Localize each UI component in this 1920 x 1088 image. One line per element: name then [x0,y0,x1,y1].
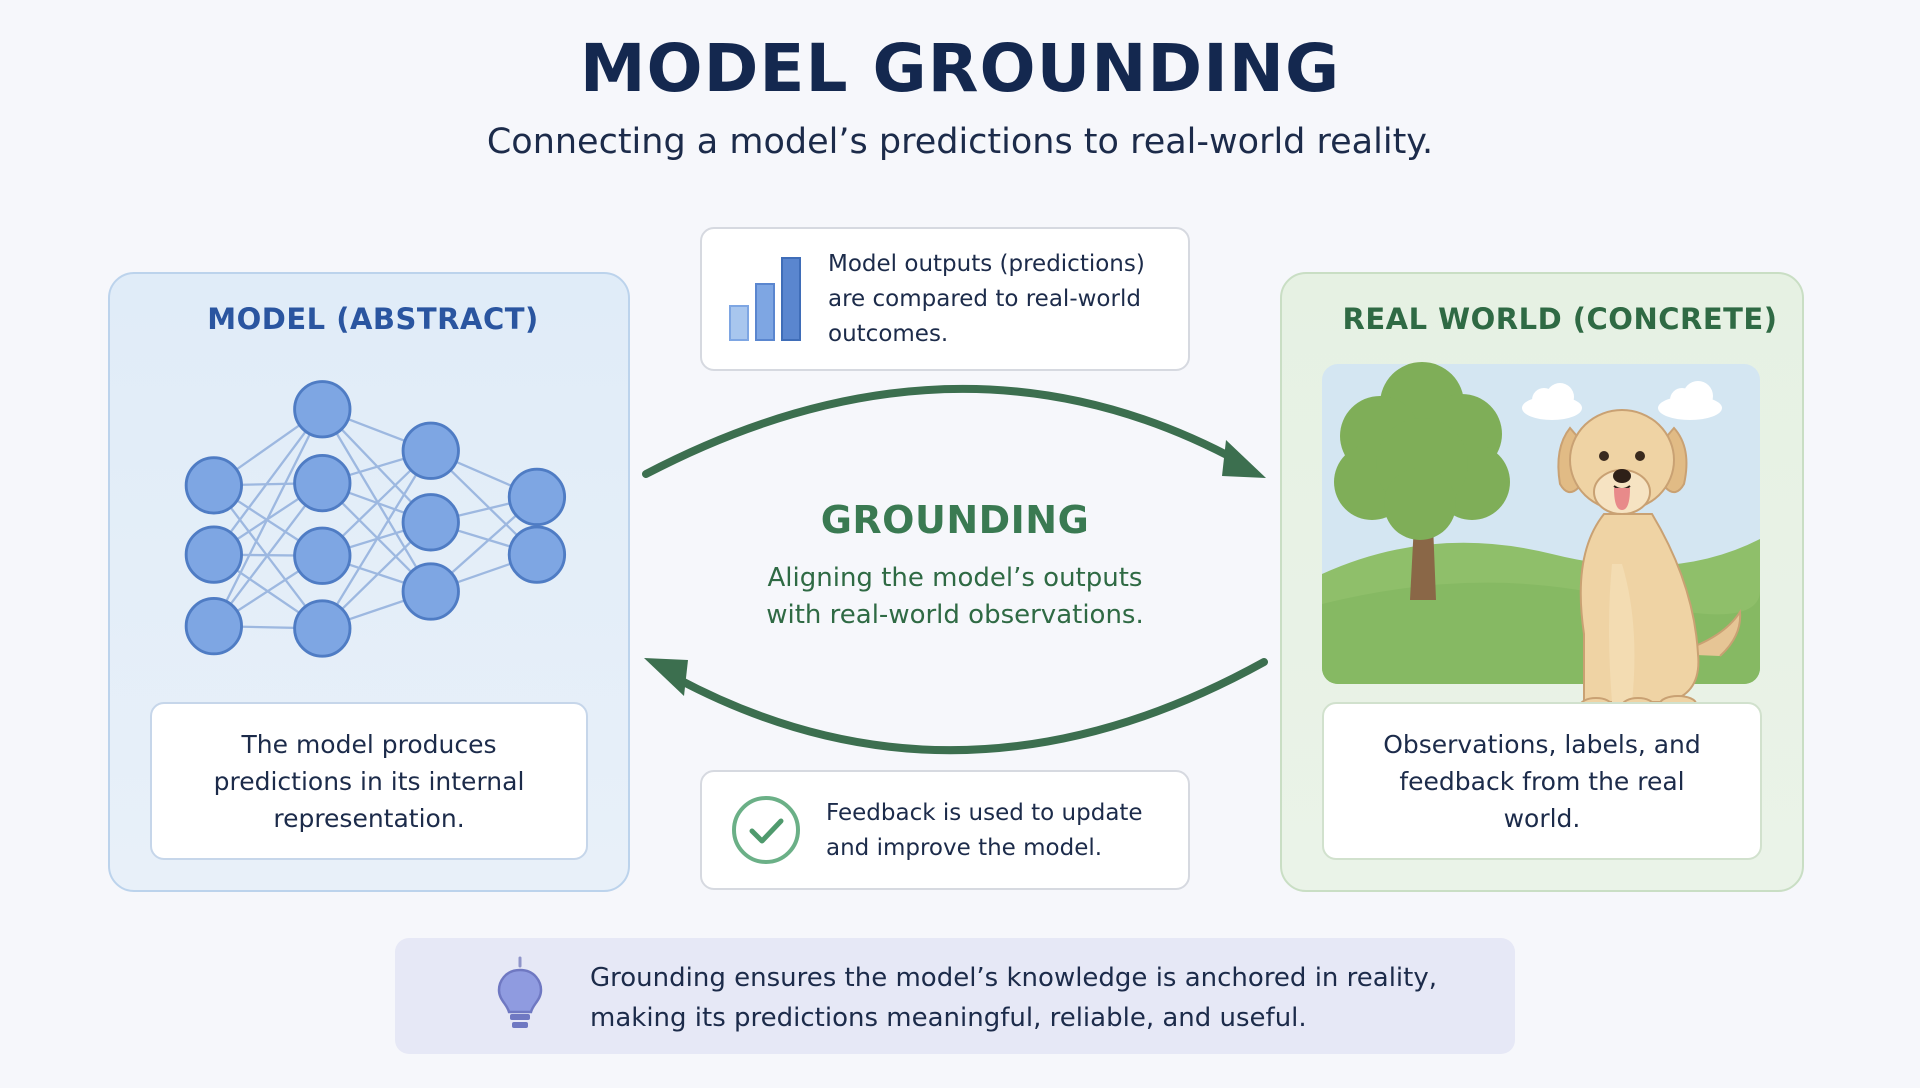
network-node [401,493,460,552]
summary-banner-text: Grounding ensures the model’s knowledge … [590,963,1438,1033]
page-title: MODEL GROUNDING [579,30,1341,107]
network-edge [212,408,324,627]
network-edge [321,408,432,593]
grounding-title: GROUNDING [820,498,1090,542]
cloud-icon [1522,381,1722,420]
bottom-callout-text: Feedback is used to update and improve t… [826,800,1143,861]
network-node [184,456,243,515]
real-world-description-card: Observations, labels, and feedback from … [1322,702,1762,860]
network-nodes [184,380,567,658]
network-edge [212,482,324,627]
summary-banner [395,938,1515,1054]
grounding-description: Aligning the model’s outputs with real-w… [766,563,1144,630]
tree-icon [1334,362,1510,600]
dog-face [1599,451,1645,510]
check-circle-icon [732,796,800,864]
network-node [184,597,243,656]
network-node [293,599,352,658]
prediction-arrow [642,385,1244,478]
lightbulb-icon [497,956,543,1028]
network-node [507,525,567,584]
bar-chart-icon [729,257,801,341]
network-node [293,526,352,585]
network-edge [212,484,324,630]
network-node [293,380,352,439]
network-node [184,525,243,584]
page-subtitle: Connecting a model’s predictions to real… [486,122,1434,162]
prediction-arrowhead [1222,440,1266,478]
feedback-arrow [672,658,1268,755]
network-node [507,467,567,527]
network-node [401,421,460,480]
network-node [401,562,460,621]
network-node [293,453,352,513]
neural-network-icon [184,380,567,658]
top-callout-text: Model outputs (predictions) are compared… [828,251,1145,347]
network-edge [321,450,432,630]
model-description-card: The model produces predictions in its in… [150,702,588,860]
real-world-panel-heading: REAL WORLD (CONCRETE) [1342,302,1778,336]
feedback-arrowhead [644,658,688,696]
bottom-callout-box [700,770,1190,890]
network-edge [212,408,324,556]
model-panel-heading: MODEL (ABSTRACT) [207,302,539,336]
